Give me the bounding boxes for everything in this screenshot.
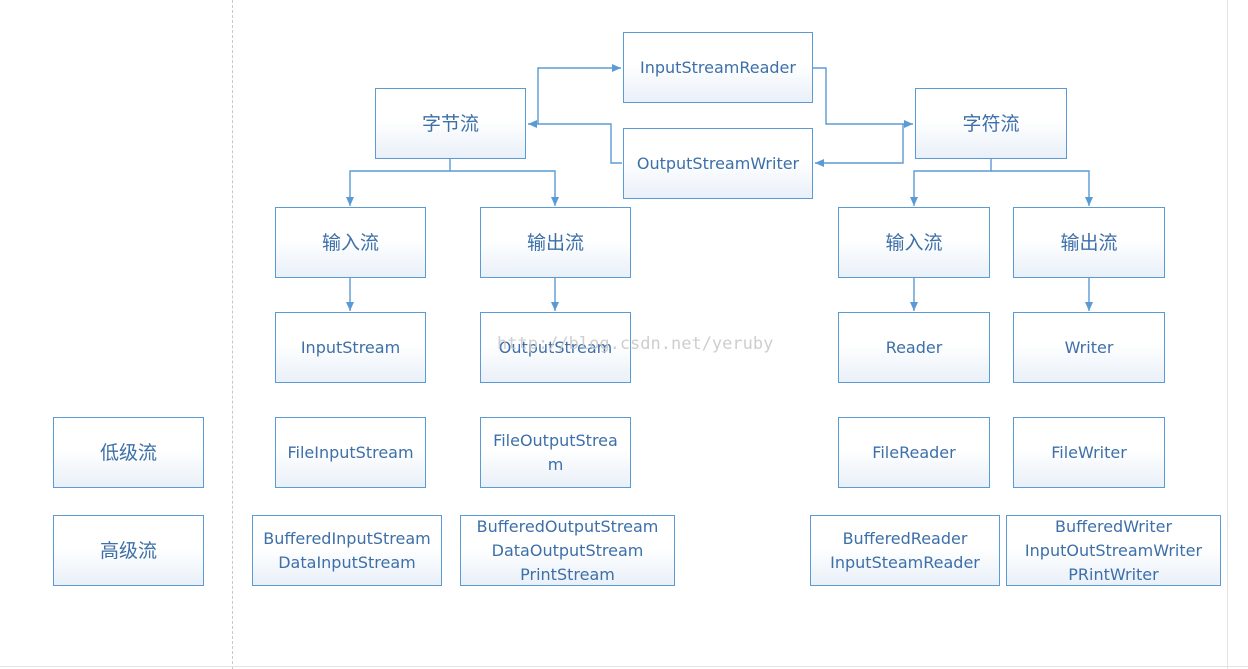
char-output-high-box: BufferedWriter InputOutStreamWriter PRin…	[1006, 515, 1221, 586]
char-input-box: 输入流	[838, 207, 990, 278]
high-level-stream-label: 高级流	[53, 515, 204, 586]
outputstream-box: OutputStream	[480, 312, 631, 383]
arrow-byte-to-output	[450, 170, 559, 206]
char-input-high-box: BufferedReader InputSteamReader	[810, 515, 1000, 586]
arrow-inputstreamreader-to-char	[813, 67, 913, 128]
arrow-char-to-output	[991, 170, 1093, 206]
fileinputstream-box: FileInputStream	[275, 417, 426, 488]
char-stream-box: 字符流	[915, 88, 1067, 159]
output-stream-writer-box: OutputStreamWriter	[623, 128, 813, 199]
arrow-outputstreamwriter-to-byte	[528, 120, 622, 164]
arrow-byte-to-input	[346, 158, 451, 206]
byte-stream-box: 字节流	[375, 88, 526, 159]
filewriter-box: FileWriter	[1013, 417, 1165, 488]
input-stream-reader-box: InputStreamReader	[623, 32, 813, 103]
arrow-char-to-input	[910, 158, 992, 206]
inputstream-box: InputStream	[275, 312, 426, 383]
byte-input-box: 输入流	[275, 207, 426, 278]
level-divider-line	[232, 0, 233, 669]
char-output-box: 输出流	[1013, 207, 1165, 278]
filereader-box: FileReader	[838, 417, 990, 488]
arrow-byte-to-inputstreamreader	[537, 64, 621, 124]
arrow-char-to-outputstreamwriter	[815, 124, 904, 167]
byte-output-box: 输出流	[480, 207, 631, 278]
byte-output-high-box: BufferedOutputStream DataOutputStream Pr…	[460, 515, 675, 586]
byte-input-high-box: BufferedInputStream DataInputStream	[252, 515, 442, 586]
bottom-border-line	[0, 666, 1248, 667]
writer-box: Writer	[1013, 312, 1165, 383]
reader-box: Reader	[838, 312, 990, 383]
watermark-text: http://blog.csdn.net/yeruby	[497, 334, 774, 354]
fileoutputstream-box: FileOutputStrea m	[480, 417, 631, 488]
low-level-stream-label: 低级流	[53, 417, 204, 488]
right-border-line	[1227, 0, 1228, 669]
